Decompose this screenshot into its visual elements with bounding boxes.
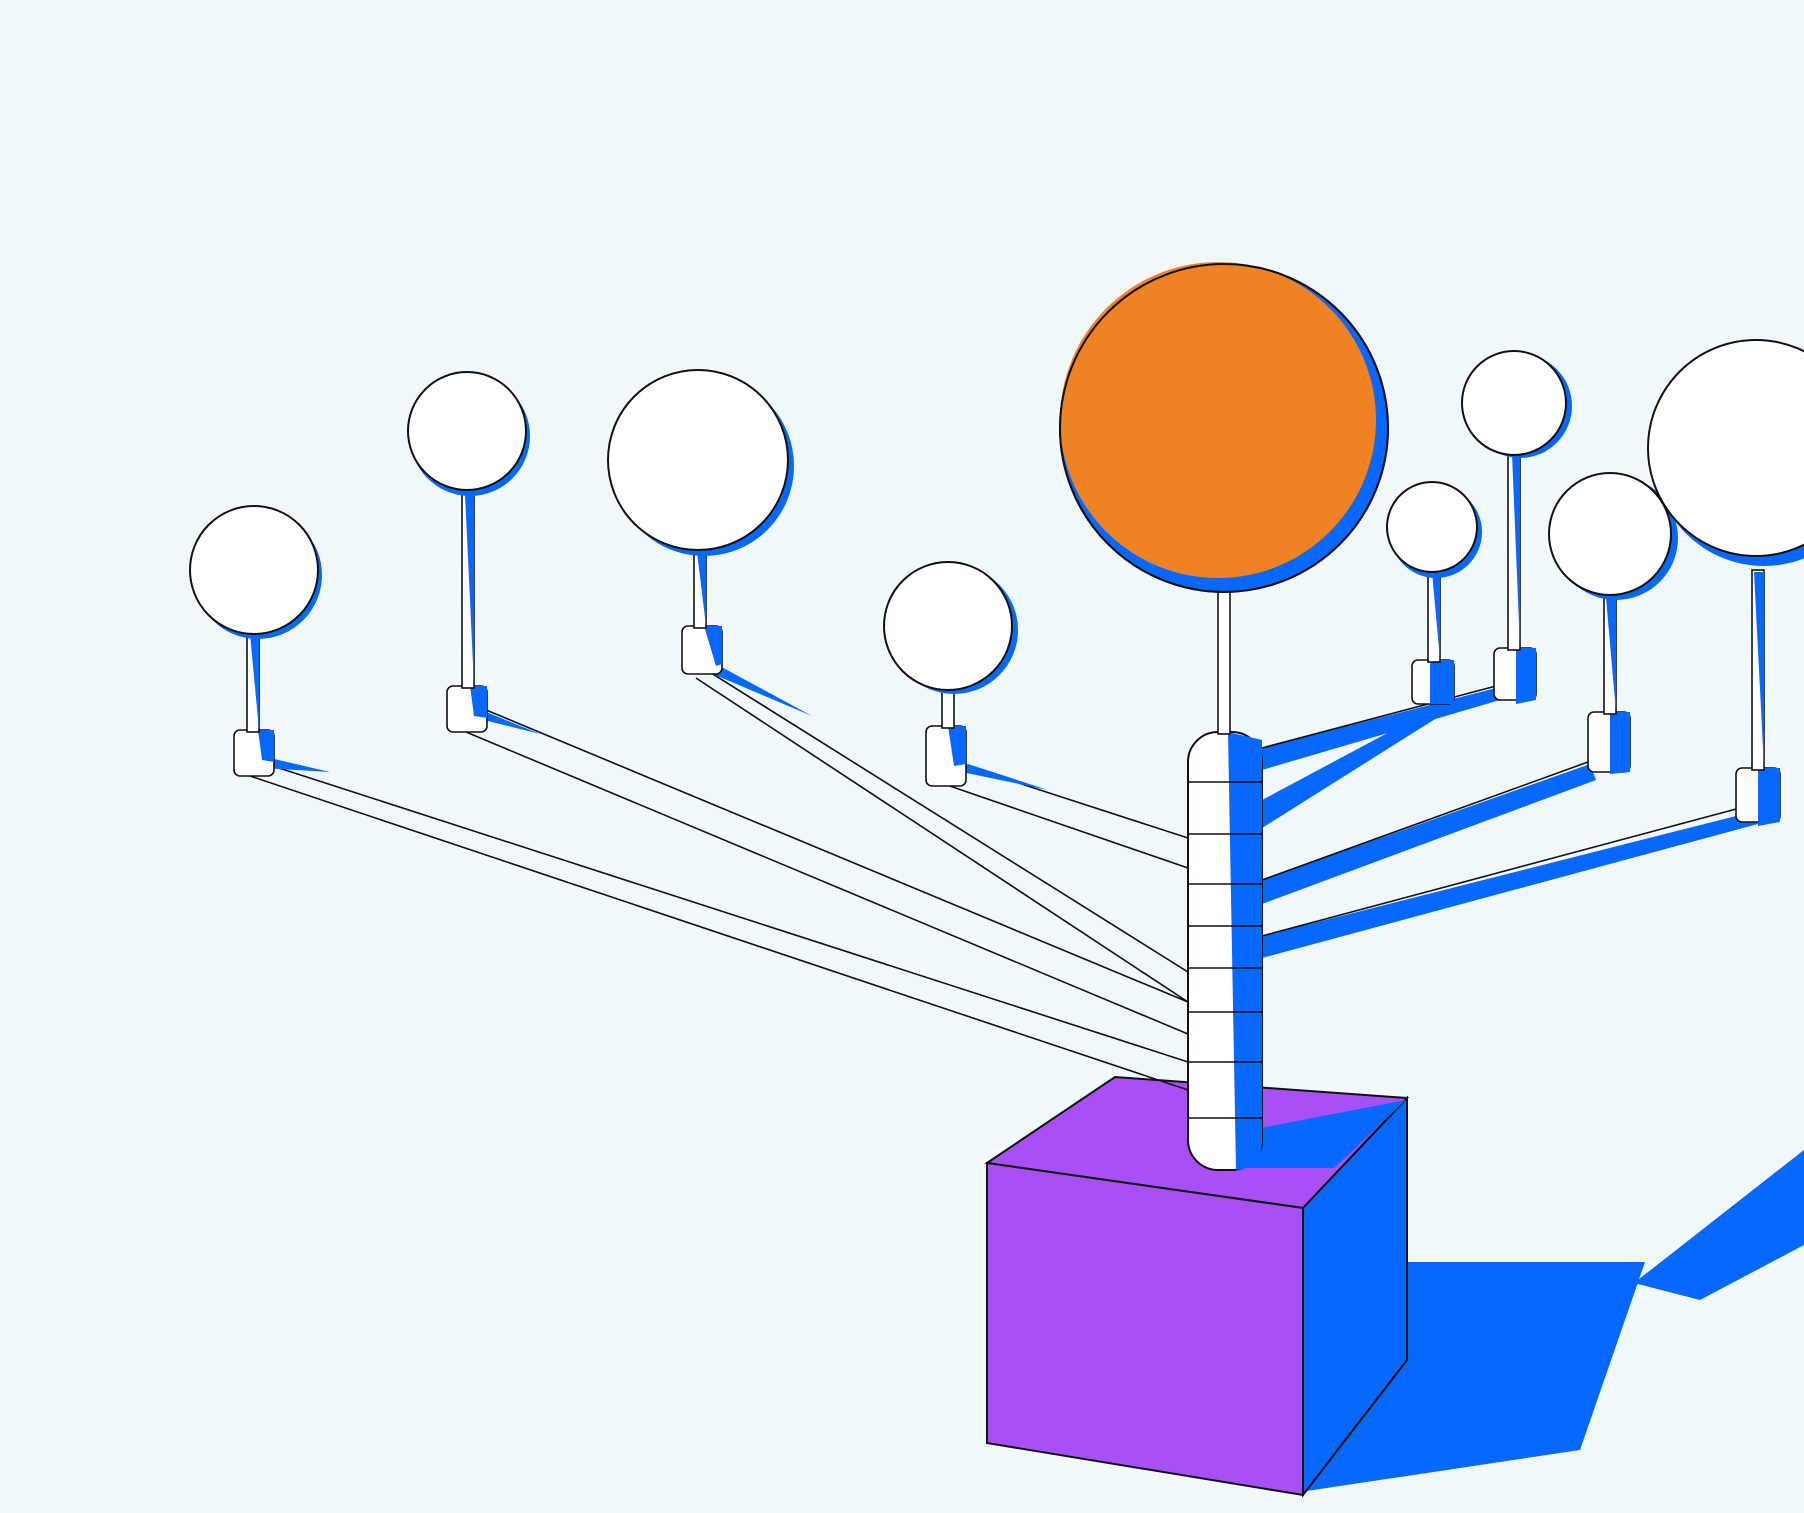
leaf-node [407, 371, 530, 496]
left-branches [247, 664, 1189, 1091]
joints [233, 451, 1781, 826]
trunk [1187, 587, 1263, 1171]
leaf-node [1647, 339, 1804, 566]
leaf-node [1386, 481, 1482, 578]
leaf-nodes [189, 339, 1804, 694]
leaf-node [883, 561, 1018, 694]
cube-base [984, 1075, 1410, 1498]
right-branches [1261, 685, 1758, 958]
hub-node [1059, 262, 1389, 593]
leaf-node [1461, 350, 1572, 458]
leaf-node [189, 505, 322, 639]
leaf-node [1548, 472, 1678, 600]
leaf-node [607, 369, 794, 556]
